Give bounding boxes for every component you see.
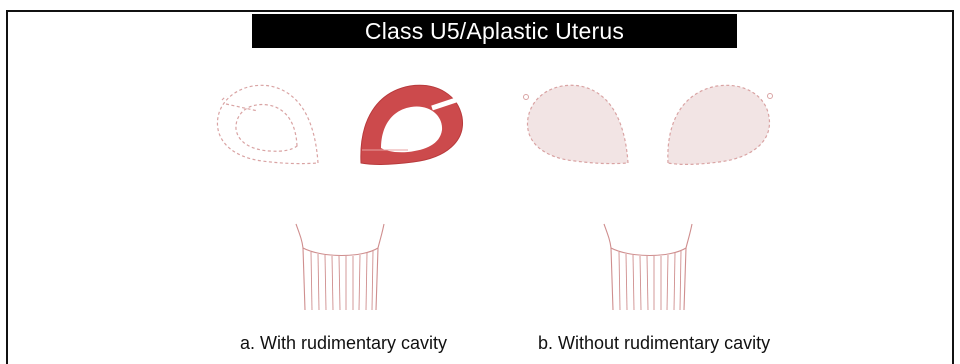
panel-b-left-horn — [524, 85, 629, 163]
panel-a-cervix — [296, 224, 384, 310]
panel-b-right-horn — [668, 85, 773, 164]
panel-b-cervix — [604, 224, 692, 310]
caption-panel-a: a. With rudimentary cavity — [240, 333, 447, 354]
panel-a-right-horn-cavity — [361, 85, 463, 164]
panel-a-left-horn-outline — [217, 85, 318, 163]
caption-panel-b: b. Without rudimentary cavity — [538, 333, 770, 354]
